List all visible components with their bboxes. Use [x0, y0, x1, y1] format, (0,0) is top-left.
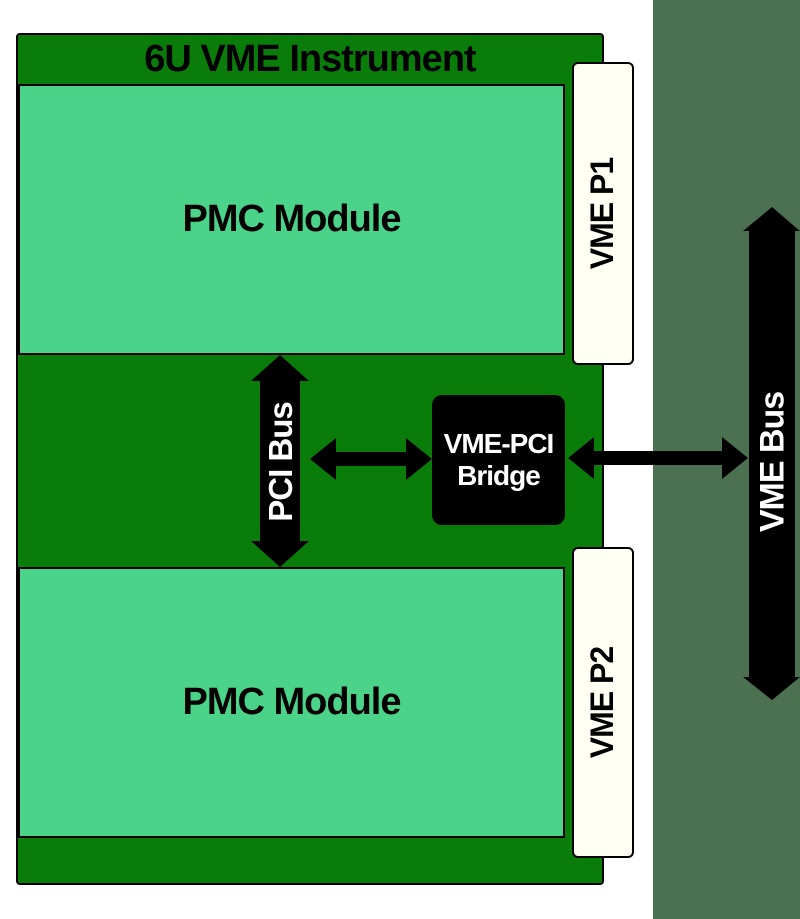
pmc-module-bottom-label: PMC Module: [182, 681, 402, 723]
pmc-module-top: PMC Module: [18, 84, 565, 355]
vme-pci-bridge: VME-PCI Bridge: [432, 395, 565, 525]
pmc-module-bottom: PMC Module: [18, 567, 565, 838]
board-title: 6U VME Instrument: [144, 37, 476, 80]
bridge-label-line2: Bridge: [457, 460, 541, 491]
vme-p2-connector: VME P2: [572, 547, 634, 858]
bridge-label-line1: VME-PCI: [443, 428, 555, 460]
pci-bus-label: PCI Bus: [262, 402, 299, 522]
pmc-module-top-label: PMC Module: [182, 198, 402, 240]
vme-p1-connector: VME P1: [572, 62, 634, 365]
vme-bus-label: VME Bus: [753, 391, 792, 533]
vme-p1-label: VME P1: [584, 157, 621, 270]
vme-p2-label: VME P2: [584, 646, 621, 759]
